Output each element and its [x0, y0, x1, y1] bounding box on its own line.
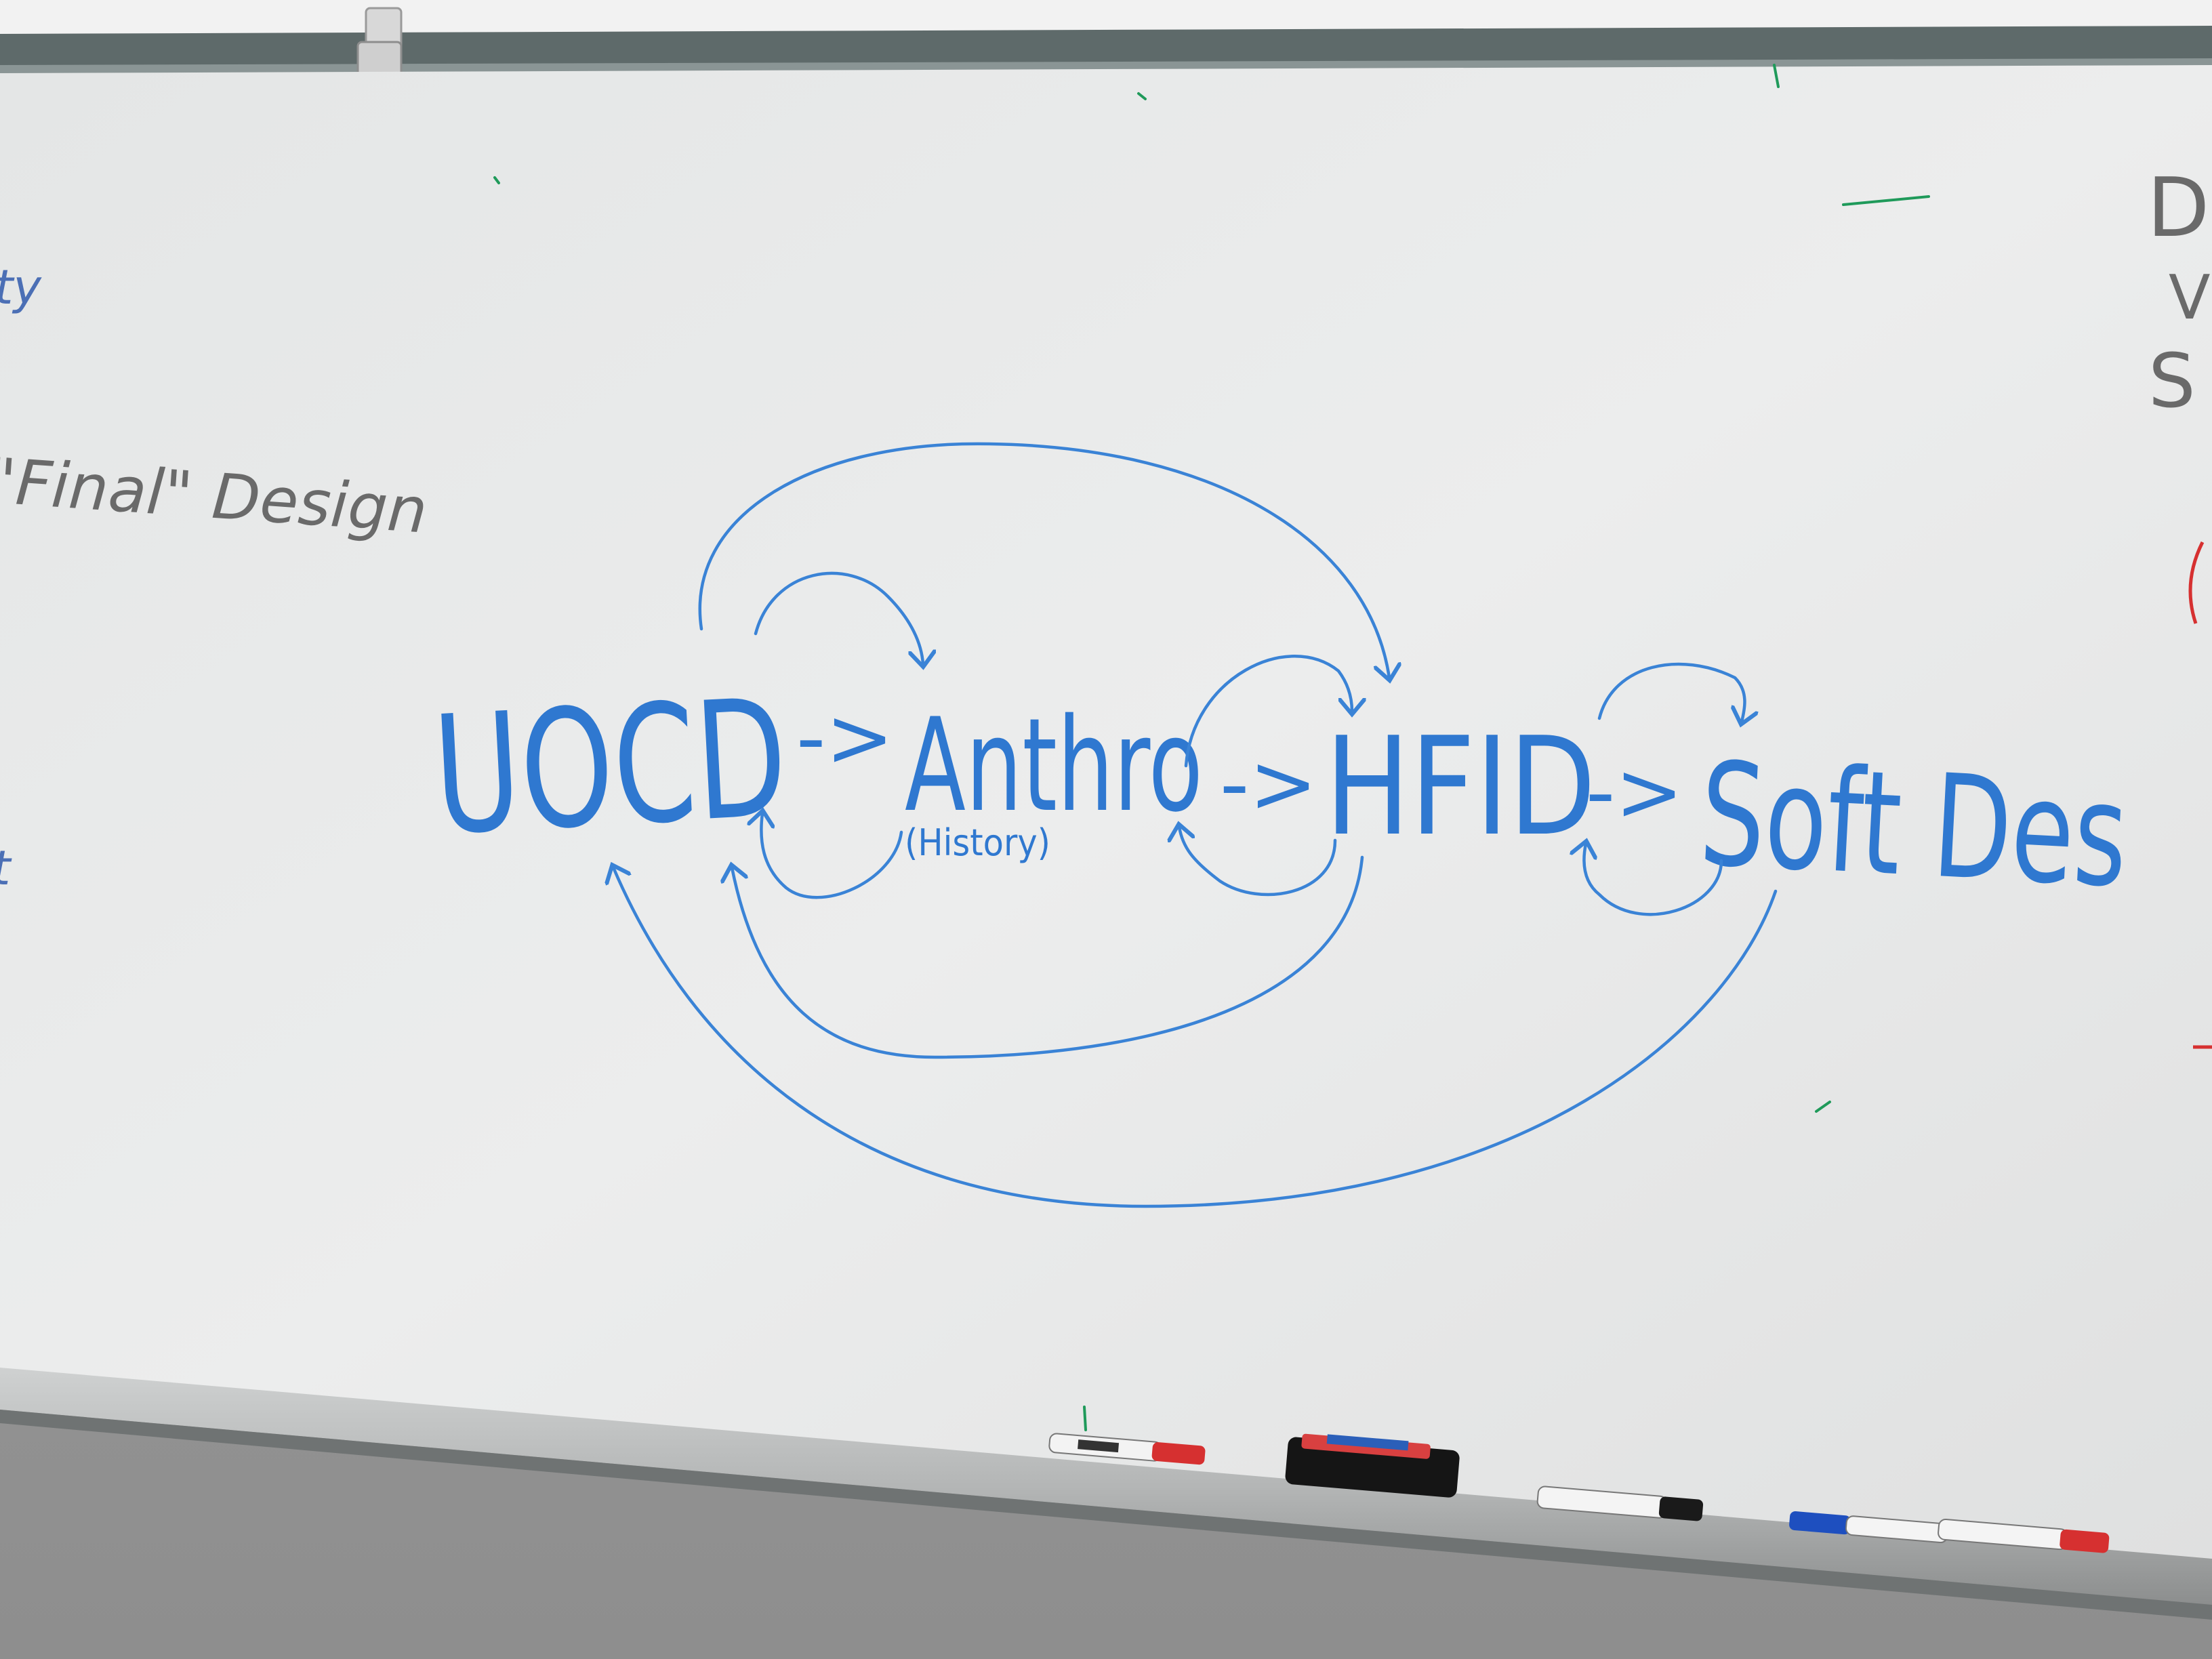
right-note-line3: S [2148, 337, 2196, 424]
black-marker[interactable] [1536, 1486, 1704, 1521]
right-red-mark [2188, 541, 2205, 624]
node-uocd: UOCD [430, 663, 792, 872]
arrow-hfid-softdes: -> [1586, 745, 1683, 840]
arc-hfid-to-softdes [1597, 662, 1744, 722]
loop-softdes-to-hfid [1584, 844, 1723, 916]
arc-anthro-to-hfid [1184, 655, 1352, 768]
arrow-anthro-hfid: -> [1220, 737, 1317, 832]
top-frame [0, 26, 2212, 68]
arc-hfid-to-uocd [732, 855, 1364, 1059]
left-note-line3: t [0, 840, 12, 896]
map-clip-icon [356, 7, 403, 81]
board-specks [493, 64, 1930, 1431]
node-anthro: Anthro [905, 691, 1203, 840]
arc-uocd-to-hfid [698, 442, 1389, 678]
node-anthro-note: (History) [905, 821, 1050, 864]
right-margin-notes: D V S [2147, 161, 2212, 1049]
red-marker-2[interactable] [1938, 1518, 2110, 1553]
process-diagram: UOCD -> Anthro (History) -> HFID -> Soft… [430, 442, 2131, 1208]
loop-anthro-to-uocd [761, 813, 903, 899]
whiteboard-surface [0, 65, 2212, 1565]
arrow-uocd-anthro: -> [796, 691, 894, 785]
loop-hfid-to-anthro [1179, 827, 1337, 897]
left-note-line1: ty [0, 260, 42, 315]
marker-tray [0, 1368, 2212, 1605]
blue-marker[interactable] [1788, 1511, 1949, 1544]
right-note-line2: V [2169, 262, 2211, 333]
tray-markers [1048, 1431, 2110, 1553]
arc-softdes-to-uocd [613, 867, 1778, 1208]
node-softdes: Soft Des [1696, 731, 2131, 920]
right-note-line1: D [2147, 161, 2209, 255]
marker-tray-lip [0, 1410, 2212, 1620]
node-hfid: HFID [1325, 708, 1596, 866]
arc-uocd-to-anthro [754, 571, 923, 664]
red-marker[interactable] [1048, 1433, 1206, 1465]
eraser[interactable] [1285, 1431, 1461, 1498]
